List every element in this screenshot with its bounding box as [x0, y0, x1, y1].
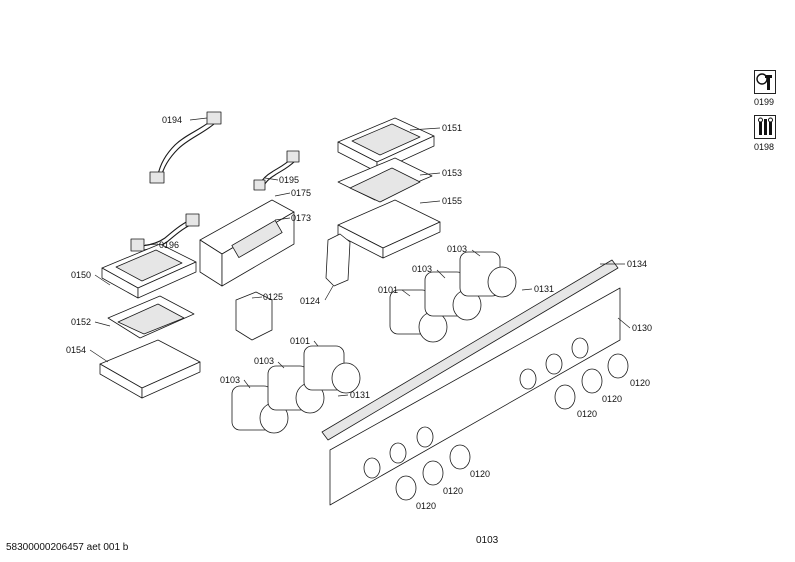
page-reference: 0103: [476, 535, 499, 546]
strip-0134: [321, 259, 619, 441]
label-0103-c: 0103: [254, 356, 275, 366]
label-0120-f: 0120: [416, 501, 437, 511]
label-0173: 0173: [291, 213, 312, 223]
label-0150: 0150: [71, 270, 92, 280]
label-0199: 0199: [754, 97, 775, 107]
leader-lines: [89, 117, 631, 397]
label-0124: 0124: [300, 296, 321, 306]
label-0175: 0175: [291, 188, 312, 198]
label-0120-d: 0120: [470, 469, 491, 479]
label-0134: 0134: [627, 259, 648, 269]
label-0103-b: 0103: [412, 264, 433, 274]
label-0195: 0195: [279, 175, 300, 185]
label-0152: 0152: [71, 317, 92, 327]
label-0120-b: 0120: [602, 394, 623, 404]
label-0101-b: 0101: [290, 336, 311, 346]
label-0120-c: 0120: [577, 409, 598, 419]
label-0130: 0130: [632, 323, 653, 333]
switch-group-left: [231, 345, 361, 434]
label-0194: 0194: [162, 115, 183, 125]
label-0131-b: 0131: [350, 390, 371, 400]
wire-harness-0194: [149, 111, 222, 184]
document-id: 58300000206457 aet 001 b: [6, 542, 129, 553]
label-0131-a: 0131: [534, 284, 555, 294]
label-0198: 0198: [754, 142, 775, 152]
label-0120-e: 0120: [443, 486, 464, 496]
label-0154: 0154: [66, 345, 87, 355]
bracket-0125: [235, 291, 273, 341]
control-module-left: [99, 243, 201, 399]
label-0103-a: 0103: [447, 244, 468, 254]
label-0155: 0155: [442, 196, 463, 206]
label-0103-d: 0103: [220, 375, 241, 385]
label-0151: 0151: [442, 123, 463, 133]
control-module-upper: [337, 117, 441, 259]
front-panel-0130: [329, 287, 621, 506]
electronic-board: [199, 199, 295, 287]
knob-rings: [395, 353, 629, 501]
label-0120-a: 0120: [630, 378, 651, 388]
label-0196: 0196: [159, 240, 180, 250]
wire-harness-0195: [253, 150, 300, 191]
label-0153: 0153: [442, 168, 463, 178]
bracket-0124: [325, 233, 351, 287]
label-0125: 0125: [263, 292, 284, 302]
tools-icon[interactable]: [754, 115, 776, 139]
label-0101-a: 0101: [378, 285, 399, 295]
switch-group-right: [389, 251, 517, 343]
wrench-icon[interactable]: [754, 70, 776, 94]
